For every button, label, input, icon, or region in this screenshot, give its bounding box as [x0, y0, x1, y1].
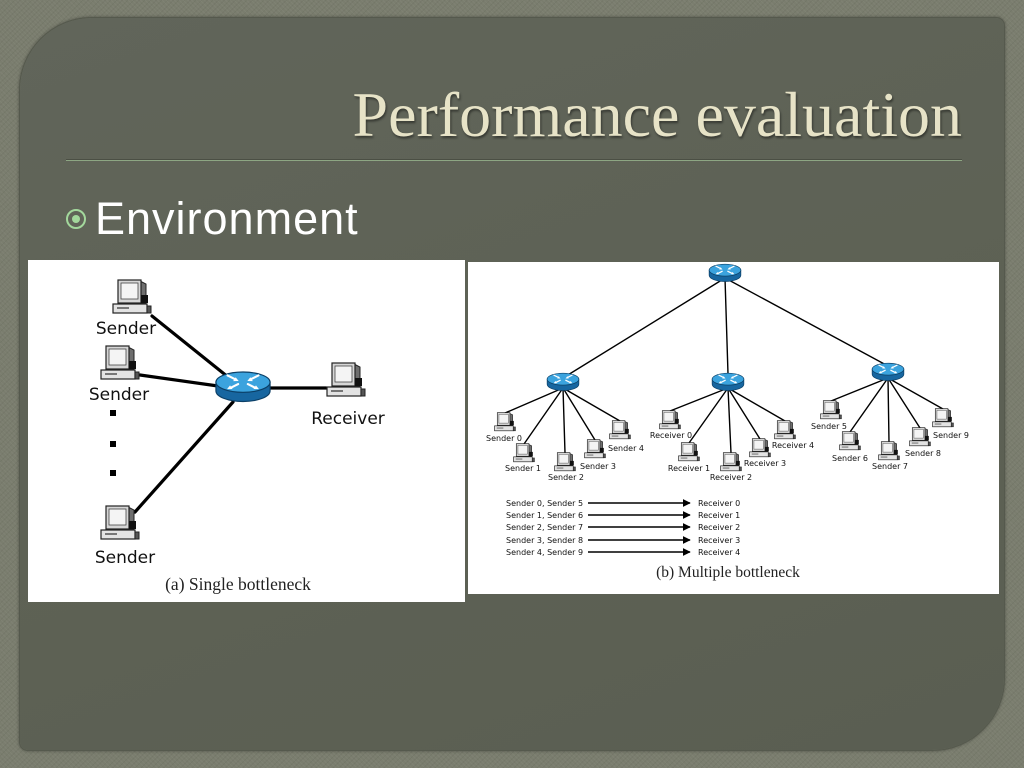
computer-icon	[820, 400, 842, 420]
router-icon	[711, 372, 745, 392]
host-label: Receiver 0	[650, 431, 692, 440]
host-label: Sender 9	[933, 431, 969, 440]
link-line	[669, 387, 729, 412]
computer-icon	[554, 452, 576, 472]
link-line	[724, 277, 729, 375]
slide-title: Performance evaluation	[352, 79, 963, 150]
computer-icon	[909, 427, 931, 447]
title-divider	[66, 159, 962, 161]
flow-senders: Sender 4, Sender 9	[506, 548, 583, 557]
receiver-label: Receiver	[311, 409, 385, 429]
host-label: Sender 8	[905, 449, 941, 458]
flow-senders: Sender 2, Sender 7	[506, 523, 583, 532]
link-line	[562, 277, 726, 379]
computer-icon	[100, 505, 140, 540]
computer-icon	[774, 420, 796, 440]
host-label: Receiver 4	[772, 441, 814, 450]
ellipsis-dot	[110, 470, 116, 476]
link-line	[727, 387, 786, 422]
router-icon	[546, 372, 580, 392]
computer-icon	[112, 279, 152, 314]
host-label: Sender 1	[505, 464, 541, 473]
computer-icon	[749, 438, 771, 458]
link-line	[562, 387, 566, 454]
multiple-bottleneck-diagram: Sender 0 Sender 1 Sender 2 Sender 3 Send…	[468, 262, 999, 594]
computer-icon	[494, 412, 516, 432]
computer-icon	[839, 431, 861, 451]
computer-icon	[878, 441, 900, 461]
link-line	[887, 377, 921, 429]
host-label: Sender 3	[580, 462, 616, 471]
link-line	[523, 387, 564, 445]
circled-dot-bullet-icon	[66, 209, 86, 229]
figure-caption: (b) Multiple bottleneck	[656, 564, 800, 581]
flow-senders: Sender 3, Sender 8	[506, 536, 583, 545]
host-label: Receiver 2	[710, 473, 752, 482]
link-line	[133, 400, 235, 514]
link-line	[150, 314, 230, 379]
sender-label: Sender	[96, 319, 156, 339]
host-label: Sender 4	[608, 444, 644, 453]
host-label: Receiver 1	[668, 464, 710, 473]
ellipsis-dot	[110, 410, 116, 416]
host-label: Sender 5	[811, 422, 847, 431]
ellipsis-dot	[110, 441, 116, 447]
link-line	[849, 377, 889, 433]
flow-receiver: Receiver 4	[698, 548, 740, 557]
router-icon	[871, 362, 905, 382]
link-line	[830, 377, 889, 402]
flow-senders: Sender 0, Sender 5	[506, 499, 583, 508]
computer-icon	[609, 420, 631, 440]
computer-icon	[659, 410, 681, 430]
computer-icon	[584, 439, 606, 459]
multiple-bottleneck-svg: Sender 0 Sender 1 Sender 2 Sender 3 Send…	[486, 263, 969, 581]
host-label: Sender 0	[486, 434, 522, 443]
bullet-text: Environment	[95, 193, 359, 244]
computer-icon	[678, 442, 700, 462]
link-line	[562, 387, 621, 422]
link-line	[727, 387, 761, 440]
computer-icon	[513, 443, 535, 463]
computer-icon	[932, 408, 954, 428]
flow-senders: Sender 1, Sender 6	[506, 511, 583, 520]
link-line	[504, 387, 564, 414]
host-label: Sender 2	[548, 473, 584, 482]
sender-label: Sender	[89, 385, 149, 405]
flow-receiver: Receiver 0	[698, 499, 740, 508]
single-bottleneck-diagram: Sender Sender Sender Receiver (a) Single…	[28, 260, 465, 602]
link-line	[887, 377, 890, 443]
flow-receiver: Receiver 1	[698, 511, 740, 520]
router-icon	[708, 263, 742, 283]
link-line	[562, 387, 596, 441]
single-bottleneck-svg: Sender Sender Sender Receiver (a) Single…	[89, 279, 385, 594]
link-line	[887, 377, 944, 410]
host-label: Receiver 3	[744, 459, 786, 468]
flow-receiver: Receiver 2	[698, 523, 740, 532]
host-label: Sender 7	[872, 462, 908, 471]
link-line	[724, 277, 889, 367]
link-line	[688, 387, 729, 444]
computer-icon	[100, 345, 140, 380]
flow-table: Sender 0, Sender 5 Receiver 0 Sender 1, …	[506, 499, 740, 557]
sender-label: Sender	[95, 548, 155, 568]
link-line	[138, 373, 220, 388]
link-line	[727, 387, 732, 454]
router-icon	[214, 370, 272, 403]
figure-caption: (a) Single bottleneck	[165, 574, 311, 594]
host-label: Sender 6	[832, 454, 868, 463]
flow-receiver: Receiver 3	[698, 536, 740, 545]
computer-icon	[326, 362, 366, 397]
computer-icon	[720, 452, 742, 472]
